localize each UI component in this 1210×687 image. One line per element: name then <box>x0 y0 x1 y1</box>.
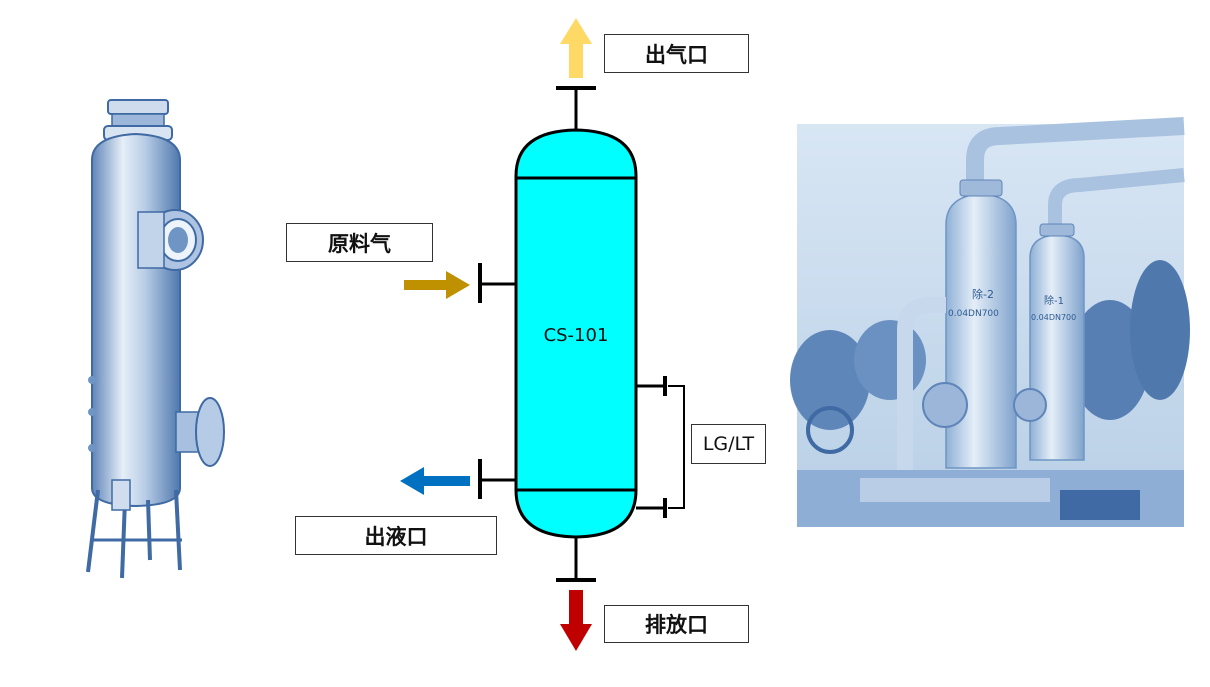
photo-left-tank-spec: 0.04DN700 <box>948 309 999 319</box>
feed-gas-label: 原料气 <box>286 223 433 262</box>
level-bracket <box>668 385 685 509</box>
separator-illustration <box>86 99 225 579</box>
vessel-tag: CS-101 <box>543 325 609 346</box>
gas-outlet-label: 出气口 <box>604 34 749 73</box>
gas-outlet-arrow <box>560 18 592 78</box>
photo-right-tank-label: 除-1 <box>1044 294 1064 307</box>
drain-label: 排放口 <box>604 605 749 643</box>
feed-gas-arrow <box>404 271 470 299</box>
separator-photo: 除-2 0.04DN700 除-1 0.04DN700 <box>790 117 1190 527</box>
photo-right-tank-spec: 0.04DN700 <box>1031 313 1076 322</box>
liquid-outlet-arrow <box>400 467 470 495</box>
drain-arrow <box>560 590 592 651</box>
photo-left-tank-label: 除-2 <box>972 287 994 301</box>
liquid-outlet-label: 出液口 <box>295 516 497 555</box>
level-instrument-label: LG/LT <box>691 424 766 464</box>
pid-schematic <box>400 18 685 651</box>
